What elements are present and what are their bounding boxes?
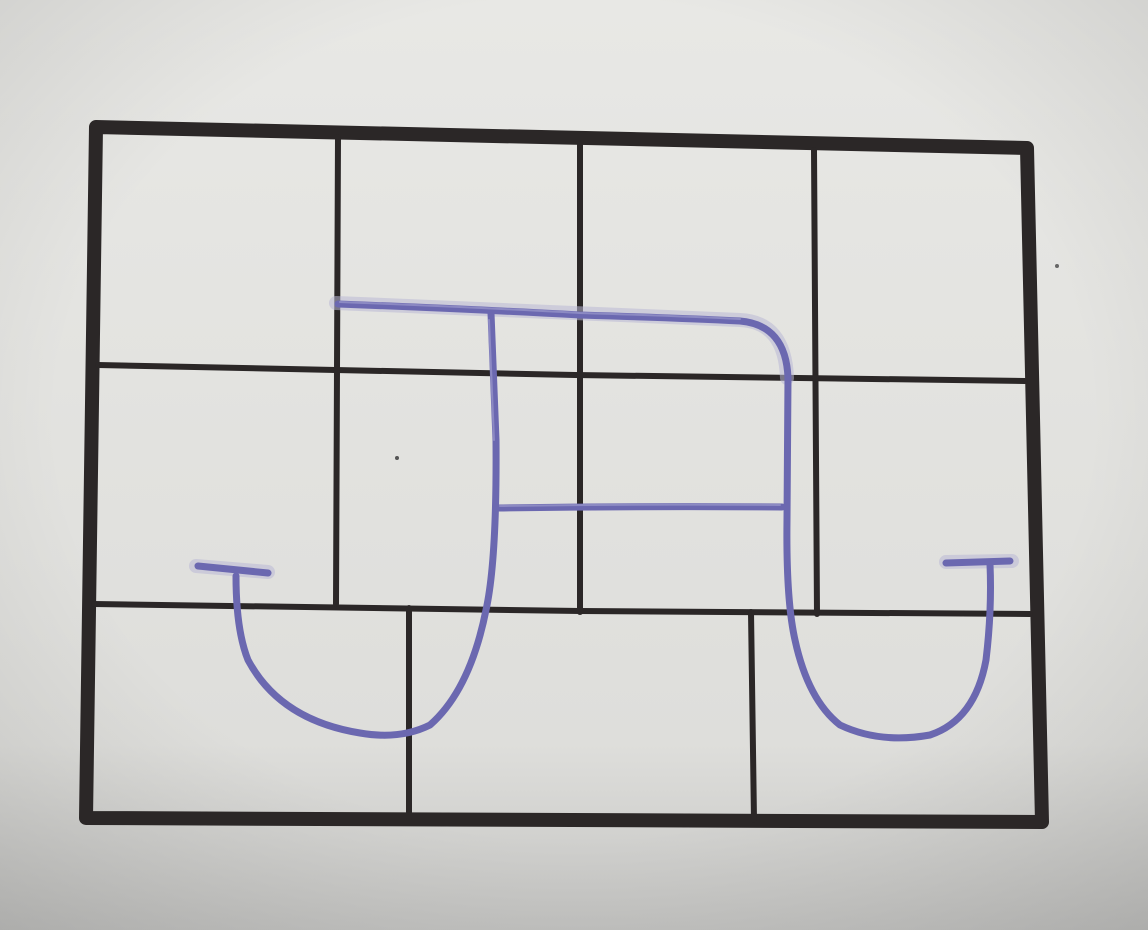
- drawing-top-bar: [334, 300, 792, 382]
- drawing-left-hook-cap: [194, 562, 272, 577]
- drawing-right-stem: [783, 374, 994, 742]
- drawing-left-stem: [232, 309, 500, 739]
- grid-vertical-line-3: [811, 147, 820, 617]
- grid-horizontal-line-1: [95, 362, 1028, 384]
- grid-outer-frame: [79, 120, 1049, 829]
- ink-grid: [79, 120, 1049, 829]
- paper-speck: [1055, 264, 1059, 268]
- drawing-right-hook-cap: [942, 557, 1014, 567]
- grid-vertical-line-bottom-2: [748, 609, 757, 823]
- drawing-middle-bar: [494, 503, 786, 512]
- purple-pen-hooked-shape-icon: [189, 296, 1019, 742]
- paper-speck: [395, 456, 399, 460]
- grid-vertical-line-1: [333, 134, 341, 607]
